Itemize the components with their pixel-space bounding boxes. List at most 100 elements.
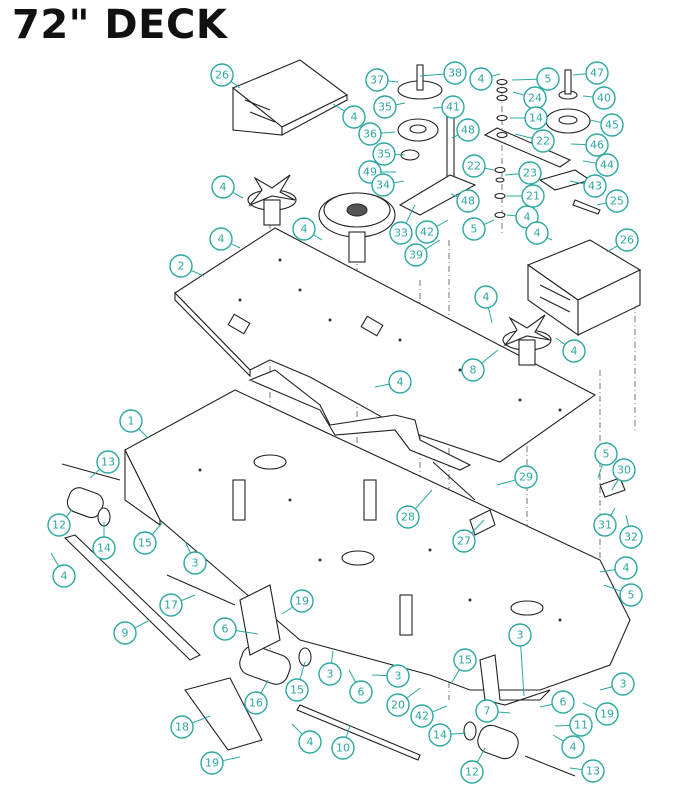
belt-cover-left	[231, 59, 349, 136]
callout-c8: 8	[461, 349, 499, 382]
callout-number: 3	[517, 629, 524, 642]
callout-leader	[406, 687, 421, 699]
callout-number: 47	[590, 67, 604, 80]
callout-leader	[89, 468, 101, 479]
callout-number: 26	[620, 234, 634, 247]
callout-c4a: 4	[332, 103, 366, 129]
callout-number: 4	[570, 741, 577, 754]
callout-circle	[292, 217, 316, 241]
callout-number: 21	[526, 190, 540, 203]
callout-leader	[606, 245, 618, 253]
callout-circle	[244, 691, 268, 715]
callout-circle	[396, 505, 420, 529]
callout-number: 38	[448, 67, 462, 80]
callout-c14b: 14	[92, 522, 116, 560]
callout-c32: 32	[619, 514, 643, 549]
callout-circle	[365, 68, 389, 92]
callout-leader	[393, 180, 405, 184]
callout-number: 19	[205, 757, 219, 770]
callout-c21: 21	[507, 184, 545, 208]
callout-leader	[570, 143, 587, 146]
callout-c3b: 3	[318, 650, 342, 686]
callout-number: 46	[590, 139, 604, 152]
callout-leader	[414, 489, 433, 510]
callout-circle	[615, 228, 639, 252]
callout-c5d: 5	[603, 583, 643, 607]
callout-c30: 30	[611, 458, 636, 491]
callout-circle	[159, 593, 183, 617]
washer-stack	[494, 78, 508, 219]
callout-circle	[594, 442, 618, 466]
callout-number: 12	[52, 519, 66, 532]
callout-c3c: 3	[371, 664, 410, 688]
callout-leader	[190, 269, 205, 277]
callout-leader	[134, 619, 151, 629]
callout-number: 22	[536, 135, 550, 148]
callout-circle	[113, 621, 137, 645]
callout-c44: 44	[582, 153, 619, 177]
spindle-right	[502, 314, 552, 366]
callout-circle	[461, 358, 485, 382]
callout-c1: 1	[119, 409, 149, 439]
callout-number: 34	[376, 179, 390, 192]
callout-number: 14	[433, 729, 447, 742]
callout-circle	[318, 662, 342, 686]
callout-circle	[611, 672, 635, 696]
callout-leader	[380, 131, 396, 134]
callout-leader	[483, 219, 495, 225]
roller-bracket-left	[239, 584, 281, 656]
callout-circle	[92, 536, 116, 560]
callout-circle	[551, 690, 575, 714]
callout-leader	[371, 674, 388, 677]
callout-leader	[425, 239, 441, 250]
callout-leader	[299, 661, 306, 680]
callout-circle	[462, 154, 486, 178]
callout-c3d: 3	[508, 623, 532, 697]
callout-circle	[211, 175, 235, 199]
callout-circle	[373, 95, 397, 119]
callout-circle	[453, 648, 477, 672]
callout-circle	[600, 113, 624, 137]
callout-c4l: 4	[291, 723, 322, 754]
callout-c48b: 48	[450, 189, 480, 213]
callout-leader	[451, 134, 459, 139]
callout-c23: 23	[504, 161, 542, 185]
callout-number: 12	[465, 766, 479, 779]
callout-leader	[514, 133, 533, 139]
callout-circle	[213, 617, 237, 641]
callout-circle	[585, 133, 609, 157]
callout-leader	[572, 73, 587, 76]
callout-c4e: 4	[292, 217, 323, 241]
callout-number: 4	[478, 73, 485, 86]
callout-leader	[569, 180, 585, 185]
callout-circle	[593, 513, 617, 537]
callout-circle	[170, 715, 194, 739]
callout-circle	[514, 465, 538, 489]
callout-leader	[491, 73, 501, 77]
callout-number: 4	[623, 562, 630, 575]
callout-circle	[331, 736, 355, 760]
callout-number: 32	[624, 531, 638, 544]
height-spring	[599, 477, 626, 498]
callout-leader	[599, 569, 616, 573]
callout-number: 13	[101, 456, 115, 469]
roller-left-front	[239, 645, 312, 685]
callout-circle	[562, 339, 586, 363]
callout-circle	[298, 730, 322, 754]
callout-circle	[456, 189, 480, 213]
callout-c12b: 12	[460, 747, 486, 784]
callout-number: 4	[301, 223, 308, 236]
callout-leader	[395, 102, 406, 106]
callout-number: 16	[249, 697, 263, 710]
callout-leader	[450, 732, 467, 735]
callout-number: 39	[409, 249, 423, 262]
callout-circle	[96, 450, 120, 474]
callout-circle	[619, 583, 643, 607]
callout-circle	[358, 122, 382, 146]
callout-c38: 38	[419, 61, 467, 85]
callout-c35b: 35	[372, 142, 406, 166]
callout-number: 35	[377, 148, 391, 161]
callout-circle	[452, 529, 476, 553]
callout-c6a: 6	[213, 617, 259, 641]
callout-leader	[569, 767, 583, 771]
